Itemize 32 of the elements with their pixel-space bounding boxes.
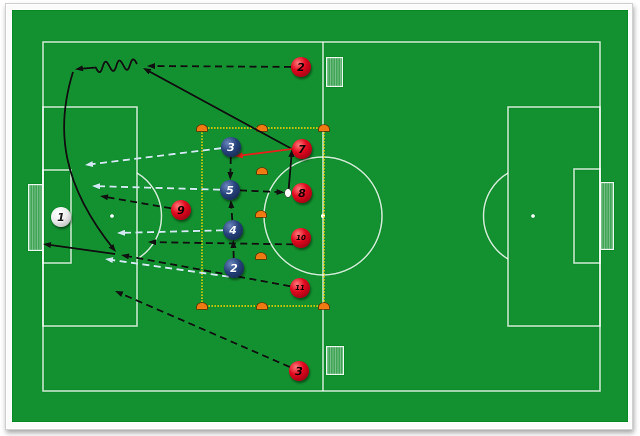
dashed-arrow: [228, 200, 234, 220]
dashed-arrow: [230, 240, 236, 258]
player-number: 2: [230, 262, 238, 274]
soccer-goal: [600, 182, 614, 250]
dashed-arrow: [147, 63, 291, 70]
player-number: 3: [295, 366, 303, 376]
dashed-arrow: [148, 239, 294, 246]
soccer-goal: [28, 184, 43, 251]
dashed-arrow: [117, 229, 224, 236]
dashed-arrow: [105, 257, 230, 278]
soccer-goal: [326, 346, 344, 375]
dashed-arrow: [121, 253, 290, 288]
dashed-arrow: [100, 194, 172, 210]
player-number: 4: [229, 224, 237, 236]
dashed-arrow: [227, 156, 234, 180]
player-number: 1: [57, 212, 65, 222]
soccer-goal: [326, 57, 343, 87]
player-number: 3: [227, 142, 235, 152]
player-number: 7: [298, 144, 306, 154]
player-number: 9: [177, 204, 185, 216]
dashed-arrow: [85, 147, 222, 167]
player-number: 5: [226, 184, 234, 196]
arrow: [142, 68, 292, 150]
arrow: [288, 149, 294, 189]
dashed-arrow: [115, 291, 290, 368]
dashed-arrow: [92, 183, 220, 191]
dashed-arrow: [240, 188, 284, 195]
ball-icon: [284, 188, 290, 196]
player-number: 8: [298, 188, 306, 198]
arrow: [234, 148, 292, 158]
arrow: [43, 242, 116, 255]
player-number: 2: [297, 62, 305, 72]
